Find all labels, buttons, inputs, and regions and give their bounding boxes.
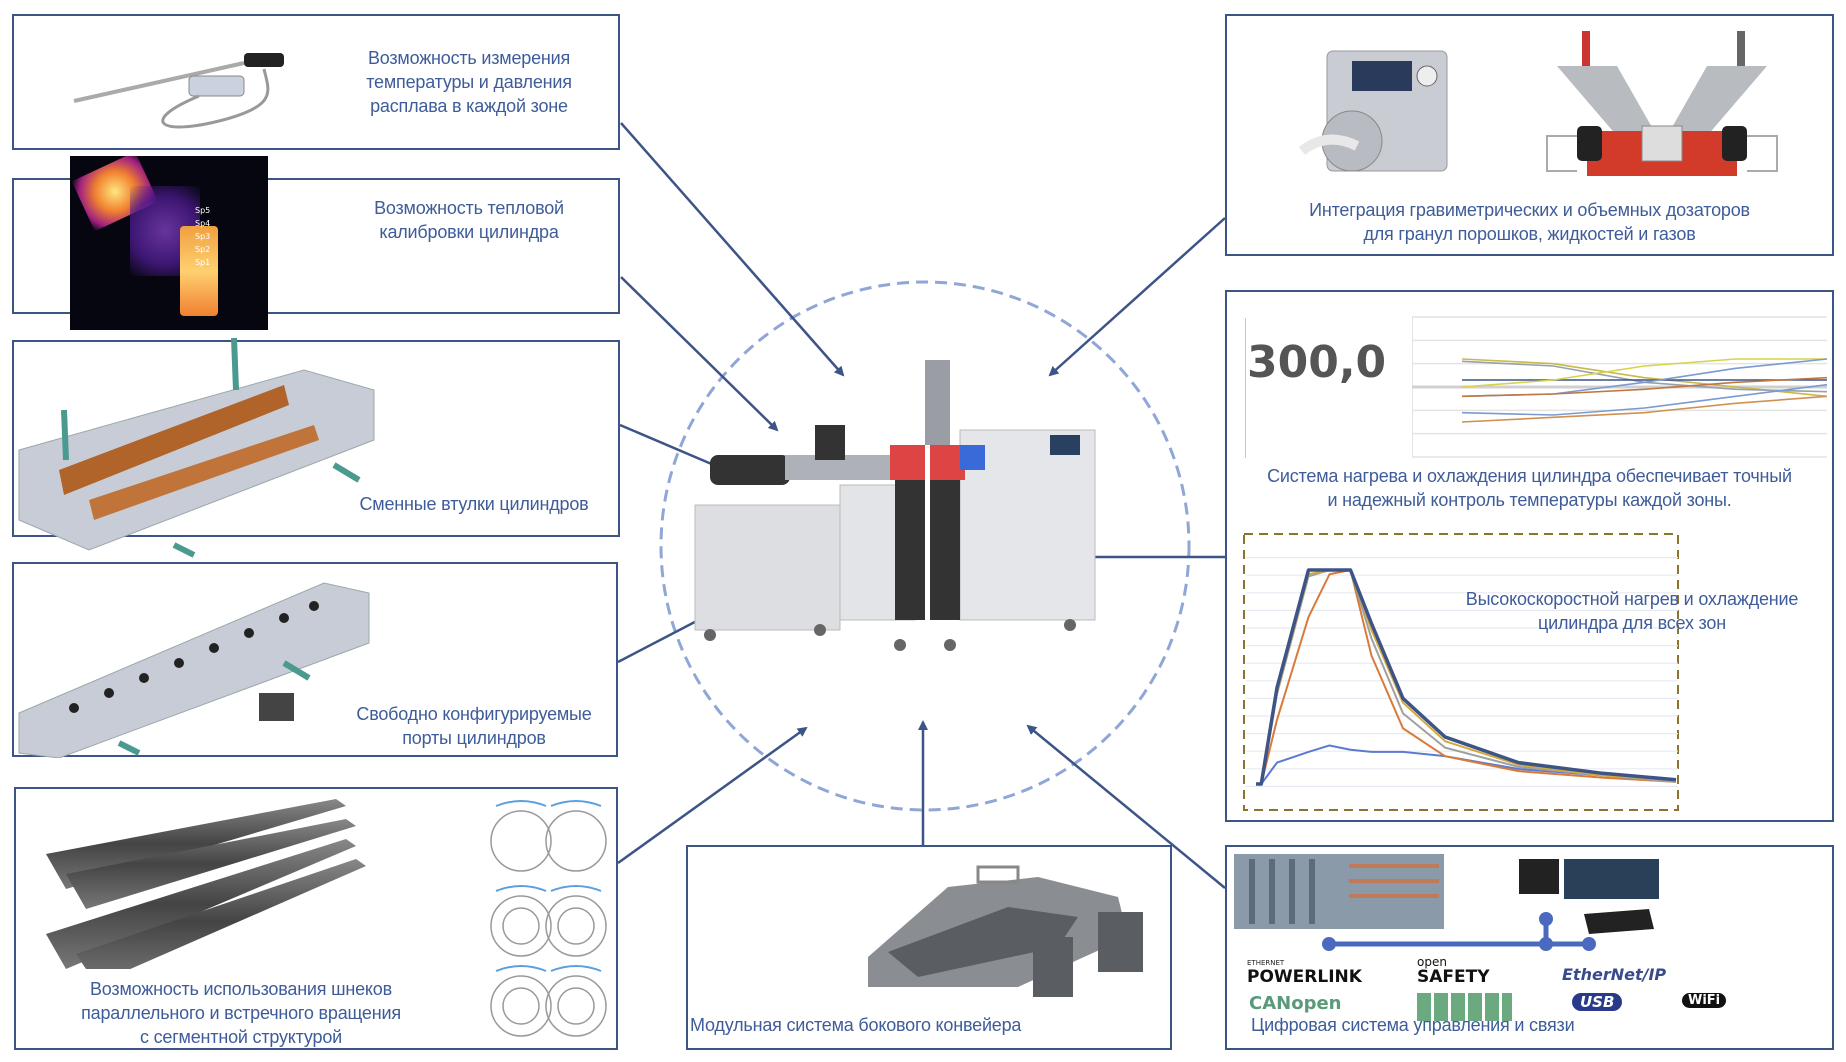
feature-caption-line: Система нагрева и охлаждения цилиндра об… (1267, 466, 1792, 486)
feature-caption-line: температуры и давления (366, 72, 572, 92)
screw-elements-icon (46, 799, 366, 969)
feature-caption-line: с сегментной структурой (139, 1027, 342, 1047)
feature-digital-control: ETHERNET POWERLINK open SAFETY CANopen E… (1225, 845, 1834, 1050)
arrow-digital-control (1026, 724, 1226, 889)
feature-caption-line: Возможность тепловой (374, 198, 564, 218)
feature-caption-line: калибровки цилиндра (379, 222, 559, 242)
readout-divider (1245, 318, 1246, 458)
extruder-machine-icon (694, 360, 1096, 651)
arrow-melt-sensor (620, 122, 845, 377)
plc-network-icon (1234, 854, 1659, 951)
chart-frame (1243, 533, 1679, 811)
protocol-logo-wifi: WiFi (1682, 993, 1727, 1008)
chart-series-zone-8 (1461, 395, 1828, 423)
melt-pressure-sensor-icon (73, 53, 284, 129)
protocol-logo-canopen: CANopen (1249, 993, 1342, 1014)
protocol-logo-usb: USB (1572, 993, 1623, 1011)
chart-series-setpoint (1256, 568, 1677, 786)
thermal-spot-label: Sp4 (195, 219, 211, 228)
arrow-thermal-calibration (620, 276, 779, 432)
chart-series-zone-7 (1461, 383, 1828, 416)
feature-temperature-control: 300,0 Система нагрева и охлаждения цилин… (1225, 290, 1834, 822)
feature-caption-line: расплава в каждой зоне (370, 96, 568, 116)
heating-cooling-chart (1243, 533, 1679, 811)
feature-caption-line: Возможность измерения (367, 48, 571, 68)
barrel-liner-icon (18, 337, 375, 558)
feature-caption-line: параллельного и встречного вращения (81, 1003, 401, 1023)
protocol-logo-ethernet: ETHERNET (1247, 959, 1285, 967)
feature-caption-line: Модульная система бокового конвейера (690, 1015, 1022, 1035)
thermal-spot-label: Sp1 (195, 258, 211, 267)
dosing-pump-icon (1298, 50, 1448, 172)
side-feeder-icon (868, 865, 1143, 997)
feature-screws: Возможность использования шнеков паралле… (14, 787, 618, 1050)
feature-caption-line: для гранул порошков, жидкостей и газов (1363, 224, 1696, 244)
protocol-logo-sercos (1417, 993, 1512, 1021)
thermal-spot-label: Sp5 (195, 206, 211, 215)
arrow-dosing (1048, 217, 1226, 377)
screw-rotation-diagram (490, 800, 607, 1037)
arrow-screws (617, 726, 808, 865)
feature-caption-line: Сменные втулки цилиндров (359, 494, 589, 514)
feature-side-feeder: Модульная система бокового конвейера (686, 845, 1172, 1050)
feature-caption-line: Интеграция гравиметрических и объемных д… (1309, 200, 1750, 220)
feature-caption-line: цилиндра для всех зон (1538, 613, 1726, 633)
chart-series-cooling (1256, 744, 1677, 785)
chart-series-zone-4 (1461, 358, 1827, 388)
protocol-logo-powerlink: POWERLINK (1247, 967, 1362, 987)
protocol-logo-open: open (1417, 955, 1447, 969)
feature-caption-line: и надежный контроль температуры каждой з… (1327, 490, 1732, 510)
chart-series-zone-6 (1461, 376, 1828, 398)
zone-temperature-chart (1412, 316, 1828, 458)
thermal-spot-label: Sp3 (195, 232, 211, 241)
feature-melt-sensor: Возможность измерения температуры и давл… (12, 14, 620, 150)
system-boundary-circle (659, 280, 1191, 812)
thermal-image-icon: Sp5 Sp4 Sp3 Sp2 Sp1 (70, 156, 268, 330)
chart-series-zone-c (1256, 569, 1677, 785)
feature-caption-line: Высокоскоростной нагрев и охлаждение (1465, 589, 1799, 609)
gravimetric-feeder-icon (1546, 31, 1778, 176)
barrel-segment-icon (18, 582, 370, 758)
thermal-spot-label: Sp2 (195, 245, 211, 254)
feature-caption-line: порты цилиндров (402, 728, 546, 748)
protocol-logo-safety: SAFETY (1417, 967, 1490, 987)
protocol-logo-ethernet-ip: EtherNet/IP (1562, 965, 1667, 984)
feature-caption-line: Возможность использования шнеков (90, 979, 392, 999)
feature-caption-line: Цифровая система управления и связи (1251, 1015, 1575, 1035)
temperature-readout: 300,0 (1247, 337, 1387, 388)
feature-dosing: Интеграция гравиметрических и объемных д… (1225, 14, 1834, 256)
feature-caption-line: Свободно конфигурируемые (356, 704, 592, 724)
